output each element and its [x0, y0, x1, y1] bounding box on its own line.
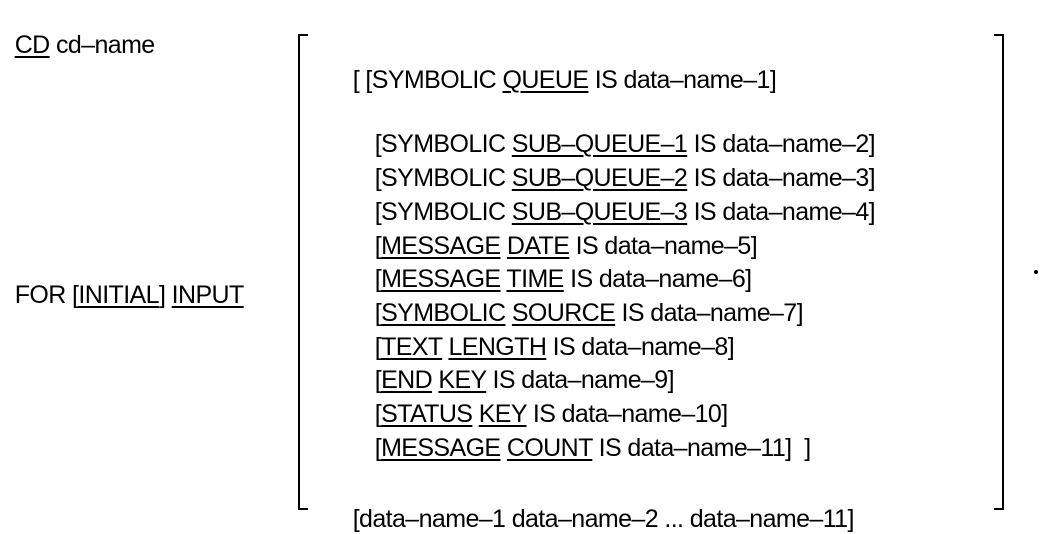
syntax-line-sub-queue-3: [SYMBOLIC SUB–QUEUE–3 IS data–name–4]: [362, 167, 876, 227]
optional-close-bracket: ]: [158, 281, 172, 309]
text-keyword: TEXT: [381, 333, 443, 361]
for-keyword: FOR: [14, 281, 73, 309]
line-suffix: IS data–name–2]: [687, 130, 876, 158]
line-suffix: IS data–name–8]: [546, 333, 735, 361]
symbolic-keyword: SYMBOLIC: [381, 299, 506, 327]
choice-bracket-right: [994, 34, 1004, 510]
message-keyword: MESSAGE: [381, 434, 501, 462]
syntax-line-queue: [ [SYMBOLIC QUEUE IS data–name–1]: [340, 35, 777, 95]
source-keyword: SOURCE: [511, 299, 616, 327]
syntax-line-sub-queue-2: [SYMBOLIC SUB–QUEUE–2 IS data–name–3]: [362, 133, 876, 193]
cd-keyword: CD: [14, 31, 51, 59]
syntax-line-sub-queue-1: [SYMBOLIC SUB–QUEUE–1 IS data–name–2]: [362, 99, 876, 159]
status-keyword: STATUS: [381, 400, 473, 428]
syntax-line-text-length: [TEXT LENGTH IS data–name–8]: [362, 302, 735, 362]
length-keyword: LENGTH: [448, 333, 547, 361]
line-suffix: IS data–name–10]: [526, 400, 728, 428]
key-keyword: KEY: [438, 366, 487, 394]
syntax-line-symbolic-source: [SYMBOLIC SOURCE IS data–name–7]: [362, 268, 804, 328]
queue-keyword: QUEUE: [502, 66, 590, 94]
line-prefix: [: [374, 299, 382, 327]
syntax-line-message-count: [MESSAGE COUNT IS data–name–11] ]: [362, 403, 811, 463]
line-prefix: [: [374, 232, 382, 260]
optional-open-bracket: [: [72, 281, 79, 309]
data-name-list: [data–name–1 data–name–2 ... data–name–1…: [352, 505, 855, 533]
syntax-line-data-names: [data–name–1 data–name–2 ... data–name–1…: [340, 474, 855, 534]
input-keyword: INPUT: [171, 281, 245, 309]
line-prefix: [: [374, 333, 382, 361]
line-suffix: IS data–name–4]: [687, 198, 876, 226]
message-keyword: MESSAGE: [381, 265, 501, 293]
line-suffix: IS data–name–3]: [687, 164, 876, 192]
count-keyword: COUNT: [506, 434, 593, 462]
line-suffix: IS data–name–9]: [486, 366, 675, 394]
line-suffix: IS data–name–6]: [563, 265, 752, 293]
line-prefix: [SYMBOLIC: [374, 130, 512, 158]
date-keyword: DATE: [506, 232, 570, 260]
terminator-period: [1034, 270, 1038, 274]
for-input-clause: FOR [INITIAL] INPUT: [2, 250, 245, 310]
choice-bracket-left: [298, 34, 308, 510]
syntax-line-message-time: [MESSAGE TIME IS data–name–6]: [362, 234, 752, 294]
line-prefix: [: [374, 400, 382, 428]
sub-queue-3-keyword: SUB–QUEUE–3: [511, 198, 688, 226]
line-suffix: IS data–name–7]: [615, 299, 804, 327]
cd-header: CD cd–name: [2, 0, 156, 60]
line-suffix: IS data–name–11] ]: [592, 434, 812, 462]
line-prefix: [ [SYMBOLIC: [352, 66, 503, 94]
line-prefix: [: [374, 366, 382, 394]
line-suffix: IS data–name–5]: [569, 232, 758, 260]
sub-queue-1-keyword: SUB–QUEUE–1: [511, 130, 688, 158]
line-prefix: [: [374, 434, 382, 462]
initial-keyword: INITIAL: [78, 281, 159, 309]
message-keyword: MESSAGE: [381, 232, 501, 260]
syntax-line-status-key: [STATUS KEY IS data–name–10]: [362, 369, 728, 429]
line-suffix: IS data–name–1]: [588, 66, 777, 94]
line-prefix: [SYMBOLIC: [374, 164, 512, 192]
sub-queue-2-keyword: SUB–QUEUE–2: [511, 164, 688, 192]
syntax-line-end-key: [END KEY IS data–name–9]: [362, 335, 675, 395]
syntax-line-message-date: [MESSAGE DATE IS data–name–5]: [362, 201, 758, 261]
key-keyword: KEY: [478, 400, 527, 428]
line-prefix: [: [374, 265, 382, 293]
line-prefix: [SYMBOLIC: [374, 198, 512, 226]
end-keyword: END: [381, 366, 433, 394]
cd-name: cd–name: [49, 31, 155, 59]
time-keyword: TIME: [506, 265, 564, 293]
